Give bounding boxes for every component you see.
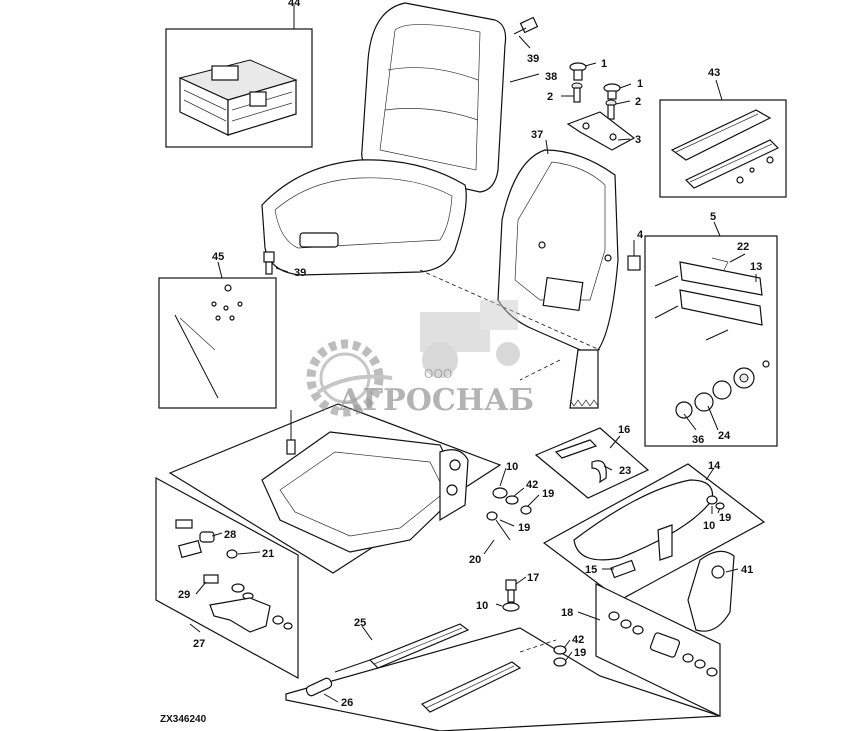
callout-2-left: 2: [547, 91, 553, 103]
callout-10-bottom: 10: [476, 600, 488, 612]
seat-base-frame: [168, 403, 502, 574]
callout-5: 5: [710, 211, 716, 223]
clip-4: [627, 255, 641, 271]
washer-stack-middle: [486, 487, 532, 541]
callout-42-middle: 42: [526, 479, 538, 491]
callout-39-lower: 39: [294, 267, 306, 279]
lever-inset-16: [534, 427, 650, 499]
mount-parts-1-2-3: [566, 62, 636, 151]
seat-assembly-inset: [165, 5, 313, 148]
watermark-company: АГРОСНАБ: [338, 383, 534, 418]
callout-42-bottom: 42: [572, 634, 584, 646]
handle-kit-inset: [155, 476, 299, 680]
callout-21: 21: [262, 548, 274, 560]
callout-17: 17: [527, 572, 539, 584]
adjuster-kit-inset: [595, 583, 721, 717]
callout-22: 22: [737, 241, 749, 253]
callout-44: 44: [288, 0, 301, 9]
callout-18: 18: [561, 607, 573, 619]
callout-19-lower: 19: [518, 522, 530, 534]
armrest-inset: [542, 463, 766, 601]
gear-logo-icon: [306, 339, 393, 417]
callout-29: 29: [178, 589, 190, 601]
lumbar-support-inset: [644, 221, 778, 447]
figure-code: ZX346240: [160, 714, 207, 725]
callout-37: 37: [531, 129, 543, 141]
watermark-prefix: ООО: [424, 367, 452, 381]
callout-19-armrest: 19: [719, 512, 731, 524]
callout-14: 14: [708, 460, 721, 472]
callout-13: 13: [750, 261, 762, 273]
bolt-39-lower: [263, 251, 275, 275]
tractor-logo-icon: [420, 300, 520, 378]
callout-3: 3: [635, 134, 641, 146]
callout-19-middle: 19: [542, 488, 554, 500]
callout-20: 20: [469, 554, 481, 566]
seat-assembly-icon: [178, 59, 298, 136]
callout-39-top: 39: [527, 53, 539, 65]
callout-labels: 44 39 38 1 1 2 2 3 43 37 5 4 22 13 45 39…: [178, 0, 762, 709]
side-cover-41: [687, 550, 735, 632]
seat-cushion: [261, 159, 467, 276]
washer-stack-bottom: [519, 639, 567, 667]
slide-rails-inset: [285, 623, 721, 731]
cable-kit-inset: [158, 261, 277, 409]
callout-27: 27: [193, 638, 205, 650]
callout-10-armrest: 10: [703, 520, 715, 532]
callout-25: 25: [354, 617, 366, 629]
bolt-39-top: [513, 16, 539, 35]
callout-15: 15: [585, 564, 597, 576]
callout-43: 43: [708, 67, 720, 79]
callout-2-right: 2: [635, 96, 641, 108]
callout-10-middle: 10: [506, 461, 518, 473]
callout-24: 24: [718, 430, 731, 442]
backrest-cushion: [361, 2, 507, 193]
backrest-shell: [497, 149, 619, 409]
callout-41: 41: [741, 564, 753, 576]
callout-36: 36: [692, 434, 704, 446]
screw-17-washer: [502, 579, 520, 612]
slide-rail-inset: [659, 79, 787, 198]
callout-1-left: 1: [601, 58, 607, 70]
callout-23: 23: [619, 465, 631, 477]
callout-16: 16: [618, 424, 630, 436]
callout-38: 38: [545, 71, 557, 83]
callout-26: 26: [341, 697, 353, 709]
callout-19-bottom: 19: [574, 647, 586, 659]
callout-4: 4: [637, 229, 644, 241]
company-watermark: ООО АГРОСНАБ: [306, 300, 534, 418]
callout-45: 45: [212, 251, 224, 263]
leader-lines: [189, 35, 757, 703]
callout-1-right: 1: [637, 78, 643, 90]
inset-frame-45: [158, 277, 277, 409]
callout-28: 28: [224, 529, 236, 541]
